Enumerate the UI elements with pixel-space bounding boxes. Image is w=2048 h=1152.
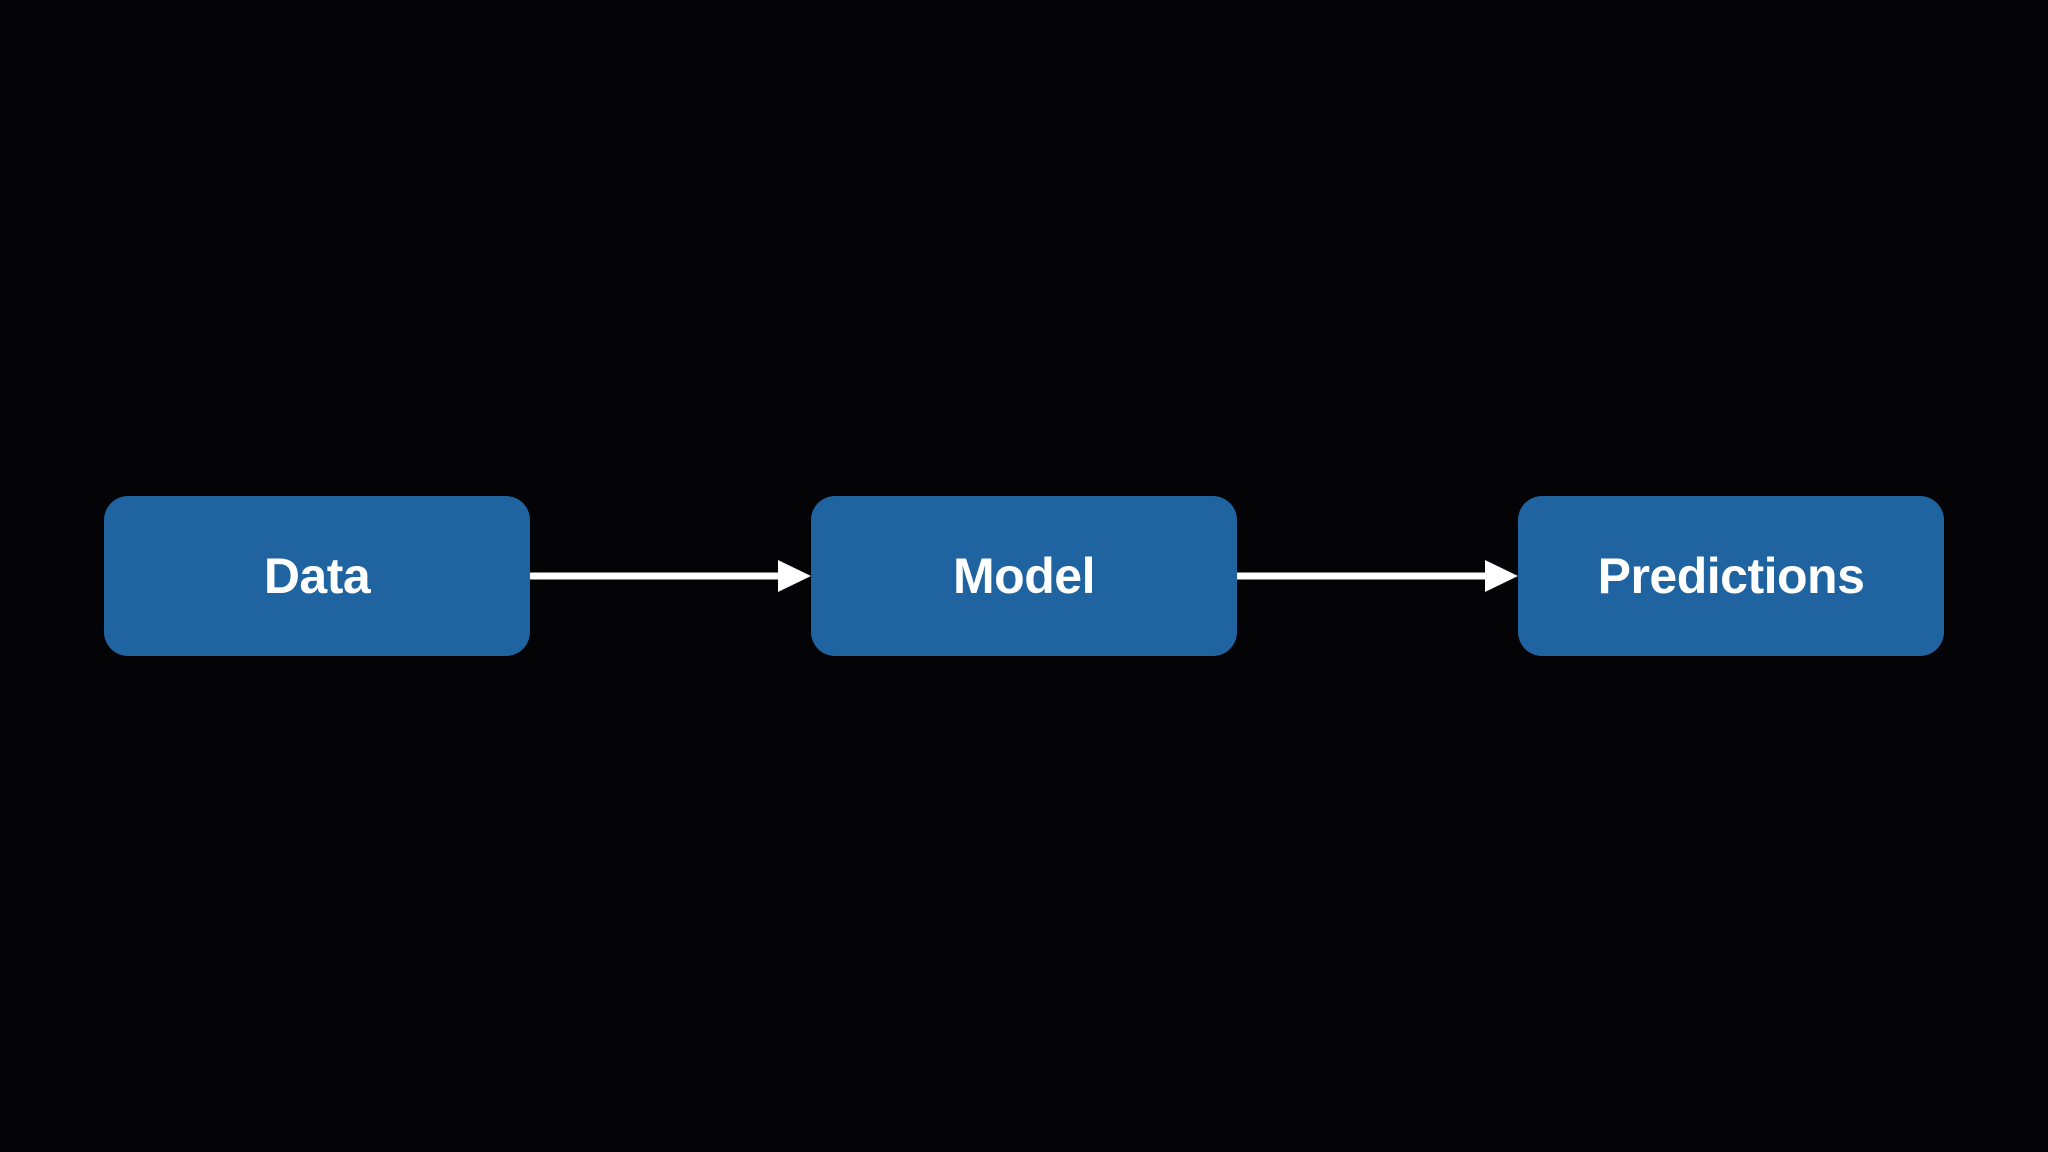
arrowhead-icon (778, 560, 811, 592)
node-label: Model (953, 548, 1095, 604)
node-predictions: Predictions (1518, 496, 1944, 656)
node-data: Data (104, 496, 530, 656)
arrow-data-to-model (530, 560, 811, 592)
arrow-model-to-predictions (1237, 560, 1518, 592)
arrowhead-icon (1485, 560, 1518, 592)
node-label: Data (263, 548, 371, 604)
node-model: Model (811, 496, 1237, 656)
node-label: Predictions (1597, 548, 1865, 604)
